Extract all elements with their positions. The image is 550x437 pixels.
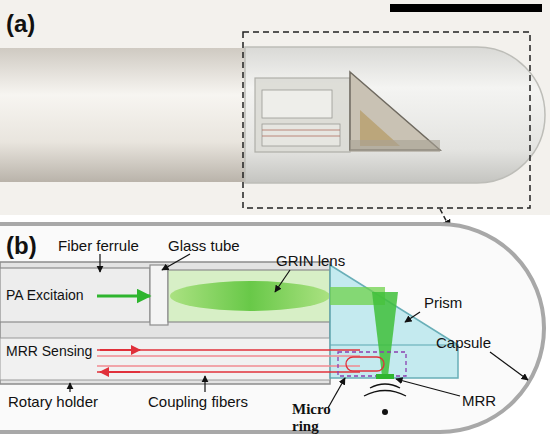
part-label: Coupling fibers [148, 393, 248, 410]
signal-label: PA Excitaion [6, 287, 84, 303]
part-label: Glass tube [168, 237, 240, 254]
part-label: MRR [462, 392, 496, 409]
part-label: Rotary holder [8, 393, 98, 410]
part-label: GRIN lens [276, 252, 345, 269]
part-label: Micro ring [292, 401, 344, 436]
part-label: Capsule [436, 334, 491, 351]
part-label: Fiber ferrule [58, 237, 139, 254]
panel-letter: (a) [6, 10, 35, 38]
signal-label: MRR Sensing [6, 343, 92, 359]
part-label: Prism [424, 294, 462, 311]
panel-letter: (b) [6, 232, 37, 260]
